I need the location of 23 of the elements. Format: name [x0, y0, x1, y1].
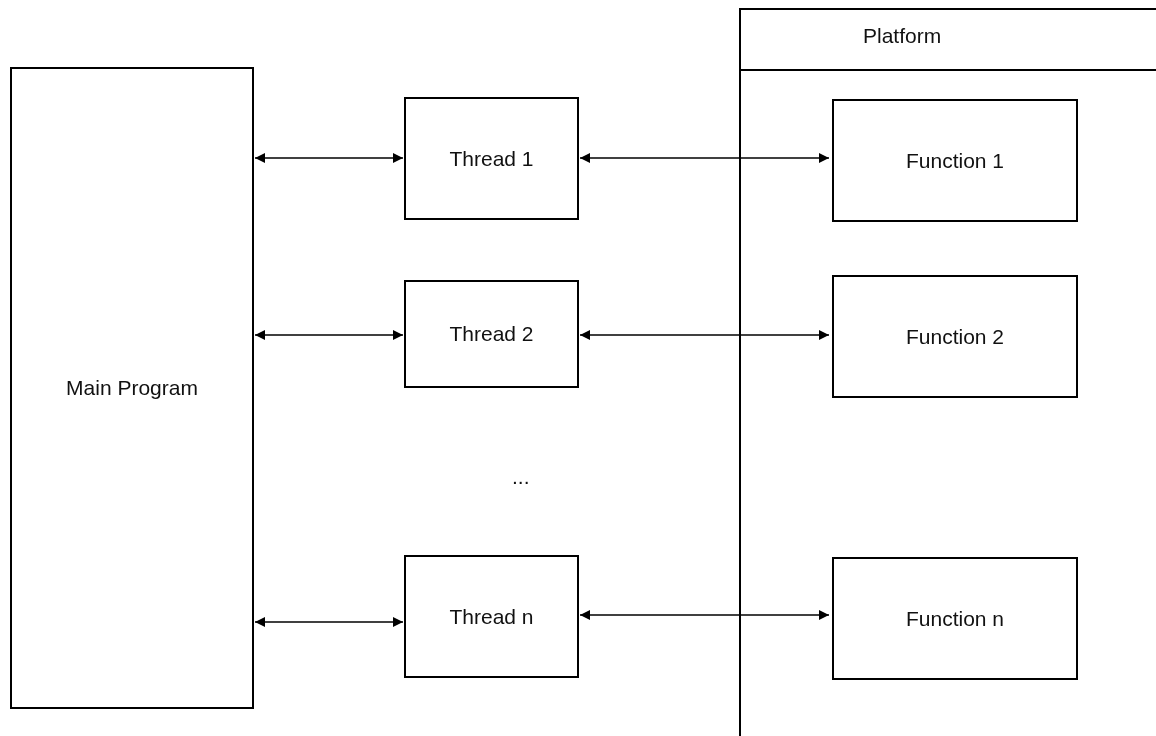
- process-box: [832, 99, 1078, 222]
- ellipsis-label: ...: [512, 465, 530, 489]
- double-arrow: [254, 330, 404, 340]
- node-label: Function n: [905, 606, 1005, 631]
- node-label: Function 1: [905, 148, 1005, 173]
- double-arrow: [579, 153, 830, 163]
- node-label: Thread n: [449, 604, 534, 629]
- platform-lane: [739, 8, 1156, 736]
- process-box: [10, 67, 254, 709]
- node-label: Thread 2: [449, 322, 534, 346]
- process-box: [832, 275, 1078, 398]
- double-arrow: [254, 153, 404, 163]
- double-arrow: [254, 617, 404, 627]
- double-arrow: [579, 330, 830, 340]
- node-label: Main Program: [66, 376, 198, 400]
- process-box: [404, 555, 579, 678]
- process-box: [404, 280, 579, 388]
- node-label: Function 2: [905, 324, 1005, 349]
- node-label: Thread 1: [449, 146, 534, 171]
- process-box: [832, 557, 1078, 680]
- double-arrow: [579, 610, 830, 620]
- process-box: [404, 97, 579, 220]
- node-label: Platform: [863, 24, 942, 48]
